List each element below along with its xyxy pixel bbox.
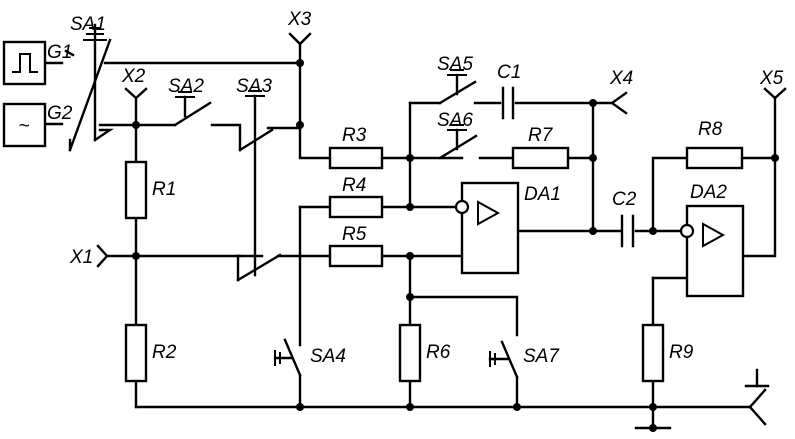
amplifier-da1	[454, 181, 520, 275]
terminal-x3	[288, 32, 312, 46]
resistor-r6	[398, 323, 422, 383]
switch-sa7	[488, 340, 519, 379]
capacitor-c1	[501, 86, 515, 120]
resistor-r1	[124, 160, 148, 220]
wires	[43, 42, 777, 430]
sine-wave-icon: ~	[18, 116, 29, 137]
resistor-r4	[328, 195, 384, 219]
resistor-r8	[685, 146, 744, 170]
resistor-r9	[641, 323, 665, 383]
label-da2: DA2	[690, 182, 727, 203]
label-sa3: SA3	[236, 76, 272, 97]
amplifier-da2	[679, 204, 745, 298]
resistor-r7	[511, 146, 570, 170]
label-x2: X2	[121, 66, 146, 87]
label-r7: R7	[528, 125, 554, 146]
resistor-r2	[124, 323, 148, 383]
resistor-r5	[328, 244, 384, 268]
label-r2: R2	[152, 342, 177, 363]
generator-g2: ~	[2, 102, 47, 148]
label-x5: X5	[759, 68, 784, 89]
label-sa5: SA5	[437, 54, 473, 75]
terminals	[96, 32, 787, 268]
generator-g1	[2, 40, 47, 86]
square-pulse-icon	[12, 53, 38, 73]
labels: G1 G2 SA1 SA2 SA3 SA4 SA5 SA6 SA7 R1 R2 …	[47, 9, 784, 367]
label-sa6: SA6	[437, 110, 473, 131]
switch-sa3	[236, 90, 282, 282]
terminal-x1	[96, 244, 109, 268]
label-sa2: SA2	[168, 76, 204, 97]
label-x3: X3	[287, 9, 312, 30]
switch-sa6	[438, 124, 478, 160]
switch-sa4	[273, 338, 302, 377]
switch-sa5	[438, 69, 477, 105]
resistors	[124, 146, 744, 383]
label-r9: R9	[669, 342, 694, 363]
terminal-x5	[763, 87, 787, 100]
label-sa4: SA4	[310, 346, 346, 367]
terminal-x2	[124, 87, 148, 100]
resistor-r3	[328, 146, 384, 170]
label-r4: R4	[342, 175, 366, 196]
label-g1: G1	[47, 42, 72, 63]
switch-sa2	[173, 91, 212, 127]
label-r1: R1	[152, 179, 176, 200]
capacitor-c2	[620, 214, 635, 248]
label-r8: R8	[698, 119, 723, 140]
label-c1: C1	[497, 62, 521, 83]
label-r3: R3	[342, 125, 367, 146]
label-da1: DA1	[524, 184, 561, 205]
label-r6: R6	[426, 342, 451, 363]
terminal-x4	[609, 91, 628, 115]
node-dots	[132, 59, 779, 432]
label-c2: C2	[612, 189, 637, 210]
switch-sa1	[68, 23, 114, 152]
label-g2: G2	[47, 103, 73, 124]
label-sa1: SA1	[70, 14, 106, 35]
label-r5: R5	[342, 224, 367, 245]
label-x4: X4	[609, 68, 633, 89]
label-sa7: SA7	[523, 346, 560, 367]
label-x1: X1	[69, 247, 93, 268]
